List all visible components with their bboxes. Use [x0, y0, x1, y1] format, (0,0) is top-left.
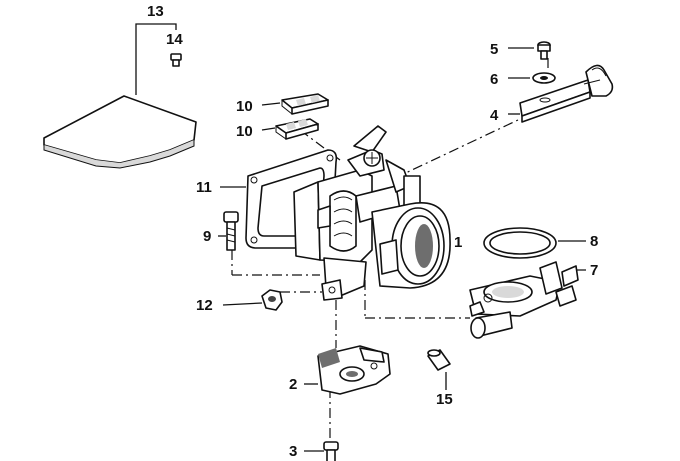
callout-10-upper: 10: [236, 98, 253, 115]
bracket-part-4: [519, 64, 614, 123]
callout-12: 12: [196, 297, 213, 314]
callout-14: 14: [166, 31, 183, 48]
callout-2: 2: [289, 376, 297, 393]
callout-8: 8: [590, 233, 598, 250]
seal-ring-part-8: [483, 227, 557, 259]
cover-part-13: [43, 95, 197, 169]
clip-part-10-lower: [275, 118, 319, 140]
callout-13: 13: [147, 3, 164, 20]
nut-part-12: [261, 289, 283, 311]
callout-1: 1: [454, 234, 462, 251]
screw-part-3: [323, 441, 339, 461]
pin-part-15: [427, 349, 451, 371]
throttle-body-part-1: [293, 125, 451, 301]
callout-3: 3: [289, 443, 297, 460]
screw-part-14: [170, 53, 182, 67]
callout-labels: 13 14 5 6 4 10 10 11 9 1 8 7 12 2 15 3: [147, 3, 598, 460]
clip-part-10-upper: [281, 93, 329, 115]
washer-part-6: [532, 72, 556, 84]
callout-5: 5: [490, 41, 498, 58]
bolt-part-5: [537, 41, 551, 60]
callout-15: 15: [436, 391, 453, 408]
callout-7: 7: [590, 262, 598, 279]
callout-4: 4: [490, 107, 499, 124]
callout-11: 11: [196, 179, 212, 196]
callout-9: 9: [203, 228, 211, 245]
bolt-part-9: [223, 211, 239, 251]
callout-6: 6: [490, 71, 498, 88]
housing-part-7: [469, 261, 579, 339]
sensor-part-2: [317, 345, 391, 395]
callout-10-lower: 10: [236, 123, 253, 140]
